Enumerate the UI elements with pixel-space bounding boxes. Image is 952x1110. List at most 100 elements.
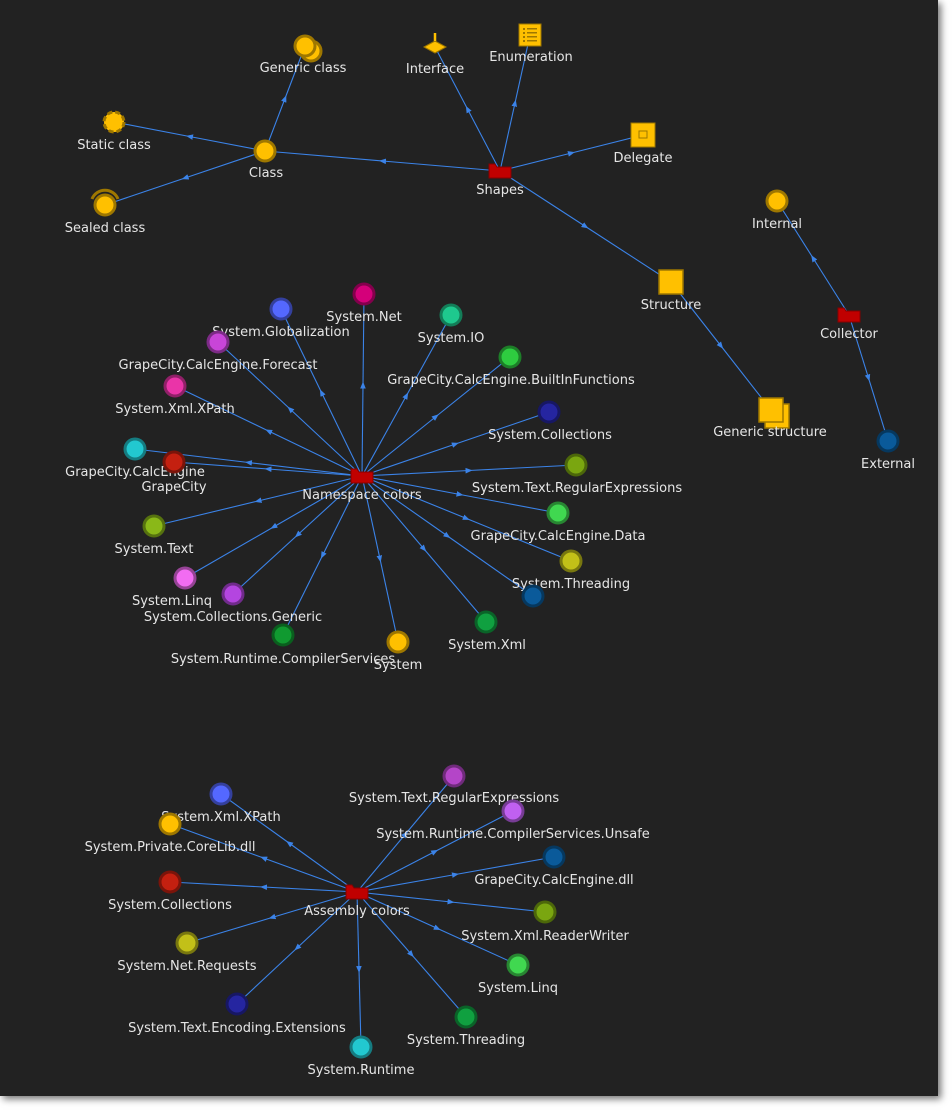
node-circle [175, 931, 199, 955]
enum-line [527, 36, 537, 38]
node-label: System.Collections [108, 898, 232, 913]
node-grapecity-calcengine-dll[interactable]: GrapeCity.CalcEngine.dll [474, 845, 634, 888]
node-circle [158, 812, 182, 836]
node-system-io[interactable]: System.IO [418, 303, 485, 346]
node-system-runtime[interactable]: System.Runtime [308, 1035, 415, 1078]
node-internal[interactable]: Internal [752, 189, 802, 232]
node-circle [269, 297, 293, 321]
edge-as-hub-to-as-unsafe [356, 810, 514, 893]
enum-line [527, 28, 537, 30]
node-system-threading[interactable]: System.Threading [407, 1005, 525, 1048]
edge-ns-hub-to-ns-xml [361, 475, 487, 623]
node-label: System.Linq [132, 594, 212, 609]
node-sealed-class[interactable]: Sealed class [65, 188, 146, 236]
folder-icon [488, 163, 512, 179]
node-external[interactable]: External [861, 429, 915, 472]
edge-as-hub-to-as-enc [236, 891, 358, 1005]
folder-icon [837, 307, 861, 323]
enum-bullet [523, 32, 525, 34]
edges-layer [104, 34, 889, 1048]
node-label: System.Xml.XPath [161, 810, 280, 825]
node-namespace-colors[interactable]: Namespace colors [302, 468, 422, 503]
edge-line [356, 775, 455, 893]
seal-arc [90, 188, 120, 200]
node-enumeration[interactable]: Enumeration [489, 23, 573, 65]
node-label: Delegate [614, 151, 673, 166]
node-generic-structure[interactable]: Generic structure [713, 397, 827, 440]
group-assemblies: Assembly colors System.Text.RegularExpres… [85, 764, 650, 1078]
enum-bullet [523, 28, 525, 30]
edge-line [361, 475, 487, 623]
node-ns-blue[interactable] [521, 584, 545, 608]
node-system-collections[interactable]: System.Collections [488, 400, 612, 443]
node-system-net-requests[interactable]: System.Net.Requests [117, 931, 257, 974]
node-interface[interactable]: Interface [406, 33, 464, 77]
node-grapecity-calcengine-builtinfunctions[interactable]: GrapeCity.CalcEngine.BuiltInFunctions [387, 345, 635, 388]
node-assembly-colors[interactable]: Assembly colors [304, 884, 410, 919]
node-system-xml-xpath[interactable]: System.Xml.XPath [161, 782, 281, 825]
node-system-xml-readerwriter[interactable]: System.Xml.ReaderWriter [461, 900, 629, 944]
enum-line [527, 32, 537, 34]
edge-line [361, 411, 550, 477]
edge-line [232, 475, 363, 595]
node-system-runtime-compilerservices[interactable]: System.Runtime.CompilerServices [171, 623, 396, 667]
node-system-xml-xpath[interactable]: System.Xml.XPath [115, 374, 235, 417]
node-label: System.Globalization [212, 325, 349, 340]
node-system-text-regularexpressions[interactable]: System.Text.RegularExpressions [472, 453, 682, 496]
node-system-collections-generic[interactable]: System.Collections.Generic [144, 582, 322, 625]
edge-shapes-to-interface [434, 46, 501, 172]
edge-line [104, 150, 266, 206]
interface-diamond [422, 40, 448, 54]
edge-line [356, 856, 555, 893]
node-collector[interactable]: Collector [820, 307, 879, 342]
edge-class-to-sealed-class [104, 150, 266, 206]
edge-line [776, 200, 850, 316]
edge-ns-hub-to-ns-xpath [174, 385, 363, 477]
node-label: System.Collections [488, 428, 612, 443]
node-label: System.Runtime.CompilerServices [171, 652, 396, 667]
node-system-text-regularexpressions[interactable]: System.Text.RegularExpressions [349, 764, 559, 806]
node-system-threading[interactable]: System.Threading [512, 549, 630, 592]
node-system-collections[interactable]: System.Collections [108, 870, 232, 913]
edge-line [361, 475, 399, 643]
node-label: System.Text.Encoding.Extensions [128, 1021, 346, 1036]
node-system-globalization[interactable]: System.Globalization [212, 297, 350, 340]
edge-ns-hub-to-ns-regex [361, 464, 577, 477]
edge-line [174, 385, 363, 477]
group-namespaces: Namespace colors System.NetSystem.Globali… [65, 282, 682, 673]
node-delegate[interactable]: Delegate [614, 122, 673, 166]
node-shapes[interactable]: Shapes [476, 163, 524, 198]
node-system-xml[interactable]: System.Xml [448, 610, 526, 653]
node-grapecity[interactable]: GrapeCity [141, 450, 207, 495]
node-label: Class [249, 166, 283, 181]
edge-line [169, 881, 358, 893]
node-generic-class[interactable]: Generic class [260, 34, 347, 76]
edge-line [217, 341, 363, 477]
node-label: System [374, 658, 422, 673]
node-system-private-corelib-dll[interactable]: System.Private.CoreLib.dll [85, 812, 256, 855]
edge-ns-hub-to-ns-glob [280, 308, 363, 477]
node-system-net[interactable]: System.Net [326, 282, 402, 325]
node-system-text-encoding-extensions[interactable]: System.Text.Encoding.Extensions [128, 992, 346, 1036]
structure-square [658, 269, 684, 295]
edge-line [280, 308, 363, 477]
edge-collector-to-internal [776, 200, 850, 316]
node-grapecity-calcengine-forecast[interactable]: GrapeCity.CalcEngine.Forecast [119, 330, 318, 373]
edge-ns-hub-to-ns-text [153, 475, 363, 527]
node-system[interactable]: System [374, 630, 422, 673]
enum-bullet [523, 36, 525, 38]
node-class[interactable]: Class [249, 139, 283, 181]
node-system-runtime-compilerservices-unsafe[interactable]: System.Runtime.CompilerServices.Unsafe [376, 799, 650, 842]
node-circle [206, 330, 230, 354]
edge-line [113, 121, 266, 152]
node-structure[interactable]: Structure [641, 269, 701, 313]
node-label: System.Runtime.CompilerServices.Unsafe [376, 827, 650, 842]
node-system-text[interactable]: System.Text [115, 514, 194, 557]
node-static-class[interactable]: Static class [77, 110, 151, 153]
node-label: System.Xml.XPath [115, 402, 234, 417]
node-label: System.Text [115, 542, 194, 557]
node-grapecity-calcengine-data[interactable]: GrapeCity.CalcEngine.Data [471, 501, 646, 544]
node-system-linq[interactable]: System.Linq [132, 566, 212, 609]
node-system-linq[interactable]: System.Linq [478, 953, 558, 996]
